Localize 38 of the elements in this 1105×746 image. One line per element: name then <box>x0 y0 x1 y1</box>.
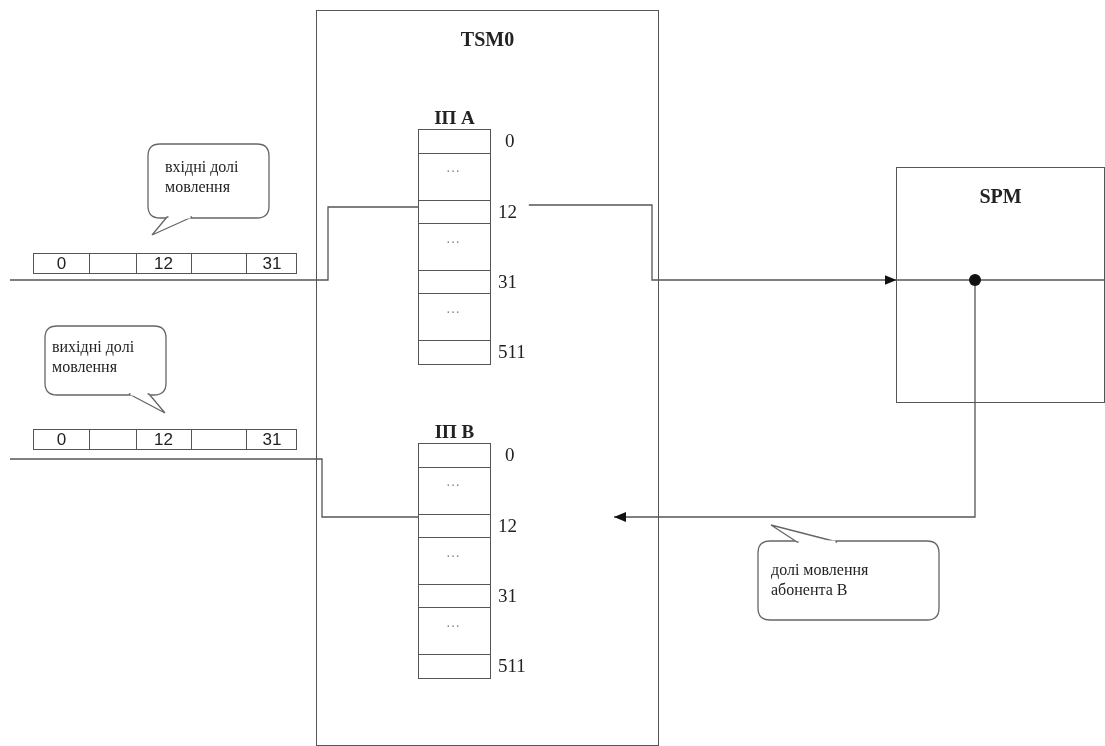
ellipsis: … <box>446 546 460 560</box>
slot-number: 0 <box>505 445 515 464</box>
slot-number: 31 <box>261 431 283 448</box>
ellipsis: … <box>446 616 460 630</box>
memory-title: ІП А <box>433 108 476 127</box>
slot-number: 511 <box>498 342 526 361</box>
ellipsis: … <box>446 161 460 175</box>
ellipsis: … <box>446 475 460 489</box>
slot-number: 0 <box>505 131 515 150</box>
module-title: TSM0 <box>459 29 516 49</box>
connector-line <box>613 284 976 522</box>
slot-number: 12 <box>153 255 174 272</box>
module-box <box>896 167 1105 403</box>
frame-strip <box>33 429 297 450</box>
slot-number: 31 <box>261 255 283 272</box>
connector-line <box>9 458 420 518</box>
slot-number: 12 <box>153 431 174 448</box>
slot-number: 31 <box>498 586 517 605</box>
junction-dot <box>969 274 981 286</box>
ellipsis: … <box>446 232 460 246</box>
connector-line <box>979 279 1105 281</box>
callout-text: вихідні долі мовлення <box>52 337 136 377</box>
slot-number: 511 <box>498 656 526 675</box>
memory-title: ІП В <box>433 422 476 441</box>
slot-number: 12 <box>498 202 517 221</box>
module-title: SPM <box>978 186 1023 206</box>
connector-line <box>528 204 898 285</box>
slot-number: 0 <box>55 431 68 448</box>
connector-line <box>9 206 420 281</box>
module-box <box>316 10 659 746</box>
slot-number: 31 <box>498 272 517 291</box>
callout-text: вхідні долі мовлення <box>165 157 240 197</box>
slot-number: 0 <box>55 255 68 272</box>
callout-text: долі мовлення абонента В <box>771 560 870 600</box>
frame-strip <box>33 253 297 274</box>
connector-line <box>895 279 971 281</box>
ellipsis: … <box>446 302 460 316</box>
slot-number: 12 <box>498 516 517 535</box>
